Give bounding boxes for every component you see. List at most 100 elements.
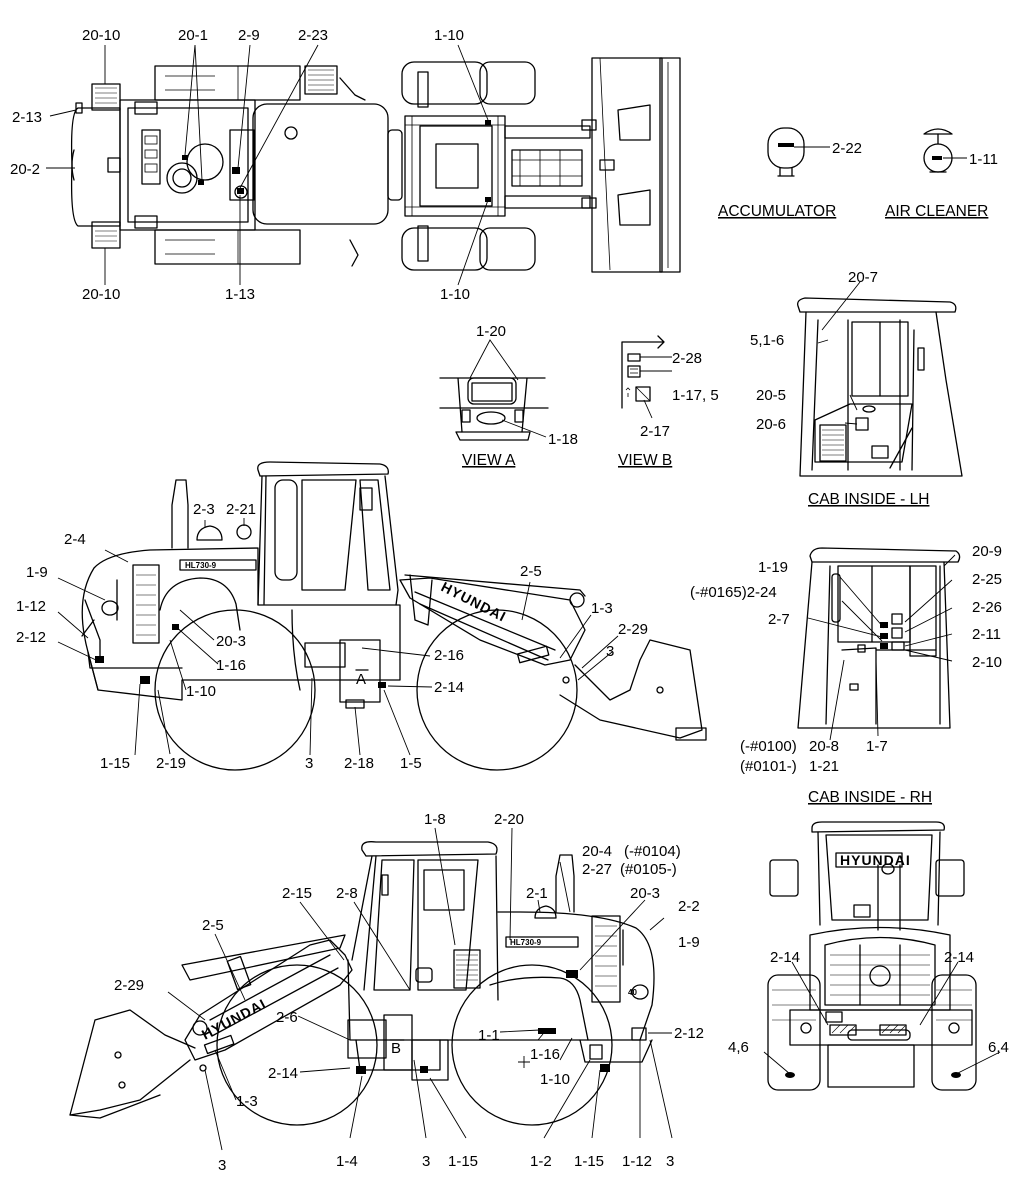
label: 2-29 — [114, 977, 144, 994]
label: 1-3 — [591, 600, 613, 617]
caption-view-b: VIEW B — [618, 452, 672, 469]
label: 20-7 — [848, 269, 878, 286]
label: (#0101-) — [740, 758, 797, 775]
label: 2-14 — [944, 949, 974, 966]
label: 2-14 — [268, 1065, 298, 1082]
label: 2-5 — [520, 563, 542, 580]
label: 2-18 — [344, 755, 374, 772]
label: 2-19 — [156, 755, 186, 772]
label: 1-1 — [478, 1027, 500, 1044]
caption-view-a: VIEW A — [462, 452, 516, 469]
label: 1-2 — [530, 1153, 552, 1170]
label: 5,1-6 — [750, 332, 784, 349]
label: 2-17 — [640, 423, 670, 440]
label: 2-11 — [972, 626, 1001, 643]
label: 1-17, 5 — [672, 387, 719, 404]
caption-accumulator: ACCUMULATOR — [718, 203, 836, 220]
label: 2-6 — [276, 1009, 298, 1026]
label: 1-12 — [16, 598, 46, 615]
label: 2-16 — [434, 647, 464, 664]
label: 1-15 — [100, 755, 130, 772]
label: 1-8 — [424, 811, 446, 828]
label: 2-10 — [972, 654, 1002, 671]
label: 2-7 — [768, 611, 790, 628]
mark-b: B — [391, 1040, 401, 1057]
view-b-labels: 2-28 1-17, 5 2-17 VIEW B — [618, 350, 719, 469]
label: (#0105-) — [620, 861, 677, 878]
label: 1-15 — [574, 1153, 604, 1170]
label: 2-12 — [16, 629, 46, 646]
label: 1-5 — [400, 755, 422, 772]
label: 20-3 — [216, 633, 246, 650]
label: 2-1 — [526, 885, 548, 902]
right-speed-mark: 40 — [628, 988, 637, 997]
left-side-labels: 2-3 2-21 2-4 1-9 1-12 2-12 20-3 1-16 1-1… — [16, 501, 648, 772]
left-model-mark: HL730-9 — [185, 561, 217, 570]
rear-view-labels: 2-14 2-14 4,6 6,4 — [728, 949, 1009, 1056]
label: 1-9 — [678, 934, 700, 951]
label: 20-1 — [178, 27, 208, 44]
label: 1-21 — [809, 758, 839, 775]
label: (-#0104) — [624, 843, 681, 860]
label: 2-28 — [672, 350, 702, 367]
label: 2-26 — [972, 599, 1002, 616]
cab-lh-labels: 20-7 5,1-6 20-5 20-6 CAB INSIDE - LH — [750, 269, 929, 508]
label: 1-12 — [622, 1153, 652, 1170]
label: 3 — [305, 755, 313, 772]
label: 2-5 — [202, 917, 224, 934]
right-model-mark: HL730-9 — [510, 938, 542, 947]
cab-rh-labels: 1-19 (-#0165)2-24 2-7 20-9 2-25 2-26 2-1… — [690, 543, 1002, 806]
label: 3 — [666, 1153, 674, 1170]
label: 1-16 — [216, 657, 246, 674]
label: 2-14 — [770, 949, 800, 966]
rear-view: HYUNDAI — [763, 821, 1001, 1091]
label: 20-3 — [630, 885, 660, 902]
right-side-labels: 1-8 2-20 20-4 (-#0104) 2-27 (#0105-) 2-1… — [114, 811, 704, 1174]
top-view-labels: 20-10 20-1 2-9 2-23 1-10 2-13 20-2 20-10… — [10, 27, 489, 303]
label: 6,4 — [988, 1039, 1009, 1056]
label: 1-3 — [236, 1093, 258, 1110]
label: 3 — [218, 1157, 226, 1174]
label: 1-4 — [336, 1153, 358, 1170]
label: (-#0165)2-24 — [690, 584, 777, 601]
label: 3 — [422, 1153, 430, 1170]
label: 1-7 — [866, 738, 888, 755]
label: 4,6 — [728, 1039, 749, 1056]
label: 2-23 — [298, 27, 328, 44]
label: 20-8 — [809, 738, 839, 755]
mark-a: A — [356, 671, 366, 688]
label: (-#0100) — [740, 738, 797, 755]
view-b-detail — [621, 335, 672, 419]
label: 1-13 — [225, 286, 255, 303]
label: 3 — [606, 643, 614, 660]
right-boom-brand: HYUNDAI — [199, 995, 269, 1042]
caption-cab-lh: CAB INSIDE - LH — [808, 491, 929, 508]
label: 2-27 — [582, 861, 612, 878]
label: 2-2 — [678, 898, 700, 915]
label: 2-25 — [972, 571, 1002, 588]
label: 20-9 — [972, 543, 1002, 560]
label: 20-10 — [82, 27, 120, 44]
label: 2-9 — [238, 27, 260, 44]
label: 20-6 — [756, 416, 786, 433]
label: 2-3 — [193, 501, 215, 518]
cab-inside-lh — [797, 281, 963, 477]
label: 1-19 — [758, 559, 788, 576]
label: 2-15 — [282, 885, 312, 902]
label: 1-10 — [440, 286, 470, 303]
label: 2-4 — [64, 531, 86, 548]
label: 2-20 — [494, 811, 524, 828]
caption-air-cleaner: AIR CLEANER — [885, 203, 988, 220]
label: 1-11 — [969, 151, 998, 168]
label: 2-14 — [434, 679, 464, 696]
label: 2-29 — [618, 621, 648, 638]
label: 20-10 — [82, 286, 120, 303]
view-a-labels: 1-20 1-18 VIEW A — [462, 323, 578, 469]
label: 1-10 — [540, 1071, 570, 1088]
label: 2-13 — [12, 109, 42, 126]
label: 1-16 — [530, 1046, 560, 1063]
label: 2-12 — [674, 1025, 704, 1042]
label: 1-9 — [26, 564, 48, 581]
label: 2-8 — [336, 885, 358, 902]
label: 1-15 — [448, 1153, 478, 1170]
